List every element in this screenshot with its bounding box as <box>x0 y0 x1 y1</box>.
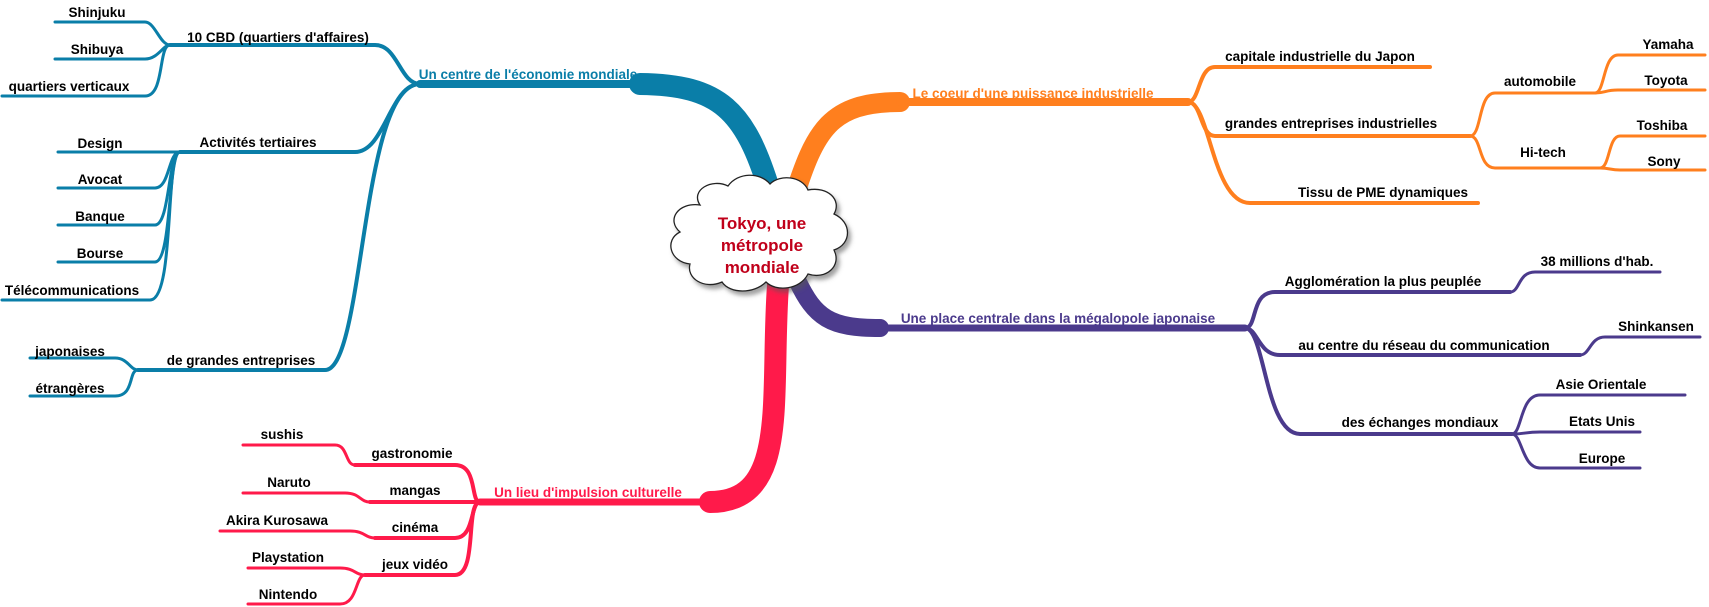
node-cbd: 10 CBD (quartiers d'affaires) <box>187 30 369 45</box>
connector-cinema-kurosawa <box>218 529 377 540</box>
branch-economie: Un centre de l'économie mondiale 10 CBD … <box>0 5 781 398</box>
connector-echanges-europe <box>1510 432 1642 470</box>
node-agglomeration: Agglomération la plus peuplée <box>1285 274 1482 289</box>
connector-hitech-sony <box>1598 166 1707 172</box>
node-automobile: automobile <box>1504 74 1576 89</box>
connector-economie-entreprises <box>136 82 422 372</box>
connector-automobile-toyota <box>1593 88 1707 95</box>
connector-entreprises-japonaises <box>28 356 140 372</box>
leaf-sony: Sony <box>1647 154 1680 169</box>
leaf-europe: Europe <box>1579 451 1626 466</box>
connector-mangas-naruto <box>241 491 372 504</box>
leaf-japonaises: japonaises <box>34 344 105 359</box>
branch-label-megalopole: Une place centrale dans la mégalopole ja… <box>901 311 1216 326</box>
node-echanges-mondiaux: des échanges mondiaux <box>1342 415 1499 430</box>
center-node: Tokyo, une métropole mondiale <box>670 174 849 292</box>
connector-megalopole-echanges <box>1243 326 1514 436</box>
connector-tertiaire-telecom <box>0 150 182 302</box>
connector-main-megalopole <box>788 271 889 337</box>
connector-industrie-capitale <box>1186 65 1432 104</box>
connector-agglo-millions <box>1508 270 1662 294</box>
node-jeux-video: jeux vidéo <box>381 557 448 572</box>
leaf-avocat: Avocat <box>78 172 123 187</box>
leaf-yamaha: Yamaha <box>1642 37 1694 52</box>
center-title-line2: métropole <box>721 236 803 255</box>
connector-megalopole-agglo <box>1243 290 1512 330</box>
leaf-toshiba: Toshiba <box>1637 118 1688 133</box>
connector-entreprises-etrangeres <box>28 368 140 398</box>
connector-main-culture <box>699 274 789 513</box>
node-capitale-industrielle: capitale industrielle du Japon <box>1225 49 1415 64</box>
node-tertiaire: Activités tertiaires <box>199 135 316 150</box>
connector-cbd-shinjuku <box>53 20 172 47</box>
connector-gastronomie-sushis <box>241 443 357 467</box>
leaf-quartiers-verticaux: quartiers verticaux <box>9 79 130 94</box>
connector-grandes-automobile <box>1468 91 1597 138</box>
leaf-playstation: Playstation <box>252 550 324 565</box>
leaf-etrangeres: étrangères <box>35 381 104 396</box>
leaf-toyota: Toyota <box>1644 73 1688 88</box>
leaf-design: Design <box>77 136 122 151</box>
connector-jeux-nintendo <box>246 573 367 606</box>
node-reseau-communication: au centre du réseau du communication <box>1298 338 1549 353</box>
connector-echanges-etats-unis <box>1510 430 1642 436</box>
node-entreprises: de grandes entreprises <box>167 353 316 368</box>
connector-grandes-hitech <box>1468 134 1602 170</box>
leaf-shibuya: Shibuya <box>71 42 124 57</box>
leaf-telecommunications: Télécommunications <box>5 283 139 298</box>
leaf-bourse: Bourse <box>77 246 124 261</box>
node-grandes-entreprises: grandes entreprises industrielles <box>1225 116 1437 131</box>
branch-industrie: Le coeur d'une puissance industrielle ca… <box>783 37 1707 210</box>
leaf-asie-orientale: Asie Orientale <box>1556 377 1647 392</box>
node-pme: Tissu de PME dynamiques <box>1298 185 1468 200</box>
leaf-etats-unis: Etats Unis <box>1569 414 1635 429</box>
branch-megalopole: Une place centrale dans la mégalopole ja… <box>788 254 1702 470</box>
leaf-naruto: Naruto <box>267 475 311 490</box>
connector-economie-cbd <box>168 43 422 86</box>
center-title-line3: mondiale <box>725 258 800 277</box>
branch-culture: Un lieu d'impulsion culturelle gastronom… <box>218 274 789 606</box>
node-hitech: Hi-tech <box>1520 145 1566 160</box>
connector-jeux-playstation <box>246 566 367 577</box>
branch-label-economie: Un centre de l'économie mondiale <box>419 67 638 82</box>
connector-culture-jeux <box>363 500 482 577</box>
leaf-akira-kurosawa: Akira Kurosawa <box>226 513 329 528</box>
leaf-nintendo: Nintendo <box>259 587 318 602</box>
leaf-shinkansen: Shinkansen <box>1618 319 1694 334</box>
leaf-38-millions: 38 millions d'hab. <box>1541 254 1654 269</box>
node-gastronomie: gastronomie <box>371 446 453 461</box>
connector-cbd-verticaux <box>0 43 172 98</box>
branch-label-industrie: Le coeur d'une puissance industrielle <box>912 86 1154 101</box>
leaf-banque: Banque <box>75 209 125 224</box>
connector-reseau-shinkansen <box>1578 335 1702 357</box>
leaf-shinjuku: Shinjuku <box>69 5 126 20</box>
node-cinema: cinéma <box>392 520 439 535</box>
node-mangas: mangas <box>389 483 440 498</box>
connector-industrie-pme <box>1186 100 1480 205</box>
cloud-shape <box>670 174 849 292</box>
connector-main-economie <box>629 73 781 203</box>
center-title-line1: Tokyo, une <box>718 214 806 233</box>
leaf-sushis: sushis <box>261 427 304 442</box>
connector-main-industrie <box>783 92 910 210</box>
branch-label-culture: Un lieu d'impulsion culturelle <box>494 485 682 500</box>
